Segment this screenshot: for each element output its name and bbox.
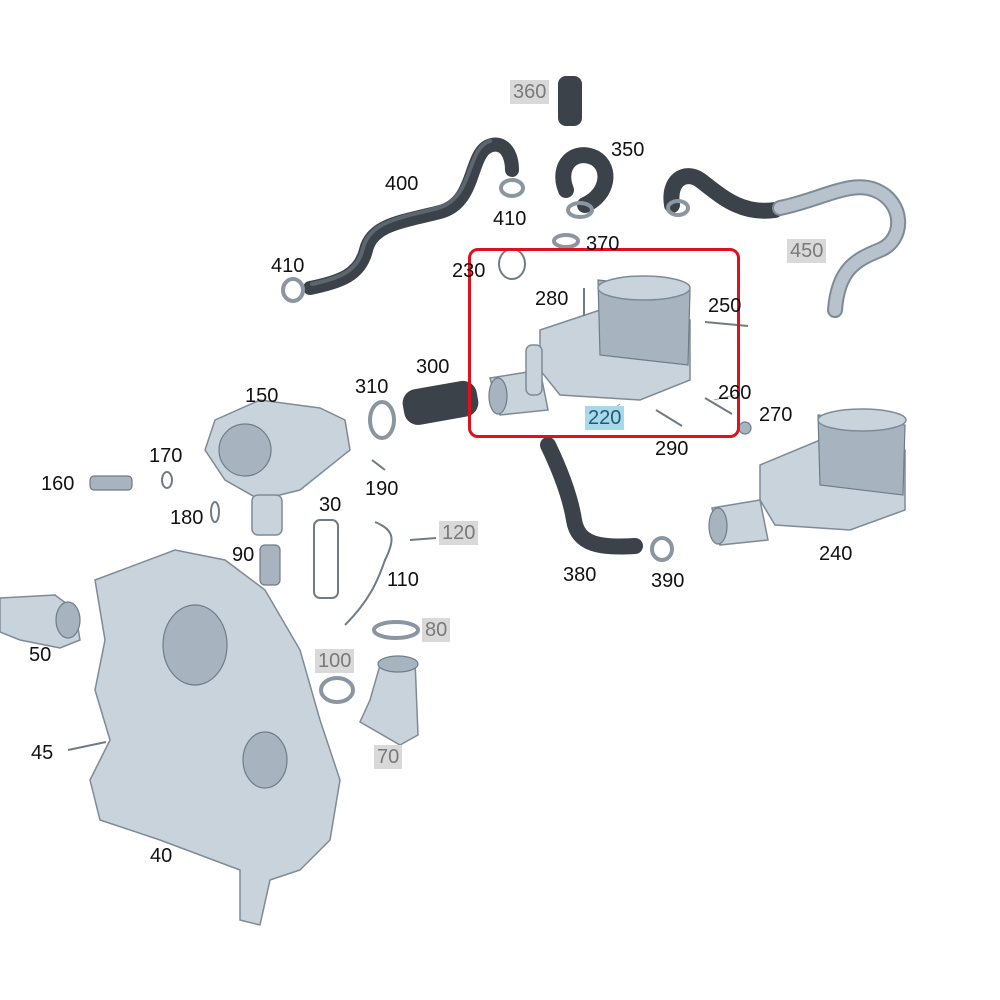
part-170-ring[interactable] <box>161 471 173 489</box>
callout-40[interactable]: 40 <box>150 845 173 867</box>
part-160-sensor[interactable] <box>89 475 133 491</box>
part-410-clamp-upper[interactable] <box>499 178 525 198</box>
callout-160[interactable]: 160 <box>41 473 75 495</box>
callout-30[interactable]: 30 <box>319 494 342 516</box>
part-270-plug[interactable] <box>738 421 752 435</box>
part-450-pipe[interactable] <box>663 168 907 318</box>
callout-270[interactable]: 270 <box>759 404 793 426</box>
callout-300[interactable]: 300 <box>416 356 450 378</box>
callout-80[interactable]: 80 <box>422 618 451 642</box>
part-360-hose-stub[interactable] <box>558 76 582 126</box>
callout-120[interactable]: 120 <box>439 521 479 545</box>
part-40-engine-bracket[interactable] <box>89 549 341 926</box>
part-45-bolt[interactable] <box>67 741 107 751</box>
callout-380[interactable]: 380 <box>563 564 597 586</box>
part-100-clamp[interactable] <box>319 676 355 704</box>
callout-310[interactable]: 310 <box>355 376 389 398</box>
callout-230[interactable]: 230 <box>452 260 486 282</box>
part-400-hose[interactable] <box>303 137 519 295</box>
part-310-clamp[interactable] <box>368 400 396 440</box>
part-80-clamp[interactable] <box>372 620 420 640</box>
callout-90[interactable]: 90 <box>232 544 255 566</box>
part-300-hose[interactable] <box>400 379 480 427</box>
callout-70[interactable]: 70 <box>374 745 403 769</box>
part-390-clamp[interactable] <box>650 536 674 562</box>
part-50-pipe[interactable] <box>0 594 81 649</box>
callout-410-lower[interactable]: 410 <box>271 255 305 277</box>
part-370-clamp[interactable] <box>552 233 580 249</box>
callout-100[interactable]: 100 <box>315 649 355 673</box>
part-290-bolt[interactable] <box>655 409 683 427</box>
part-220-thermostat-housing[interactable] <box>488 275 691 416</box>
part-110-line[interactable] <box>344 521 393 626</box>
callout-240[interactable]: 240 <box>819 543 853 565</box>
part-350-hose[interactable] <box>555 147 614 219</box>
callout-260[interactable]: 260 <box>718 382 752 404</box>
callout-45[interactable]: 45 <box>31 742 54 764</box>
callout-350[interactable]: 350 <box>611 139 645 161</box>
callout-290[interactable]: 290 <box>655 438 689 460</box>
callout-410-upper[interactable]: 410 <box>493 208 527 230</box>
callout-220[interactable]: 220 <box>585 406 625 430</box>
callout-180[interactable]: 180 <box>170 507 204 529</box>
part-380-hose[interactable] <box>540 437 643 555</box>
callout-400[interactable]: 400 <box>385 173 419 195</box>
callout-170[interactable]: 170 <box>149 445 183 467</box>
part-180-clip[interactable] <box>210 501 220 523</box>
part-70-elbow[interactable] <box>359 655 419 746</box>
callout-50[interactable]: 50 <box>29 644 52 666</box>
part-410-clamp-lower[interactable] <box>281 277 305 303</box>
part-240-housing[interactable] <box>708 408 907 546</box>
callout-110[interactable]: 110 <box>387 569 419 591</box>
callout-250[interactable]: 250 <box>708 295 742 317</box>
callout-450[interactable]: 450 <box>787 239 827 263</box>
part-260-pin[interactable] <box>704 397 733 415</box>
callout-370[interactable]: 370 <box>586 233 620 255</box>
callout-190[interactable]: 190 <box>365 478 399 500</box>
part-250-bracket[interactable] <box>704 321 749 327</box>
part-30-gasket[interactable] <box>313 519 339 599</box>
part-190-bolt[interactable] <box>371 459 386 471</box>
part-150-pump[interactable] <box>204 399 351 536</box>
part-120-bolt[interactable] <box>409 537 437 541</box>
callout-150[interactable]: 150 <box>245 385 279 407</box>
selection-highlight-box <box>468 248 740 438</box>
callout-280[interactable]: 280 <box>535 288 569 310</box>
part-90-sleeve[interactable] <box>259 544 281 586</box>
callout-390[interactable]: 390 <box>651 570 685 592</box>
callout-360[interactable]: 360 <box>510 80 550 104</box>
